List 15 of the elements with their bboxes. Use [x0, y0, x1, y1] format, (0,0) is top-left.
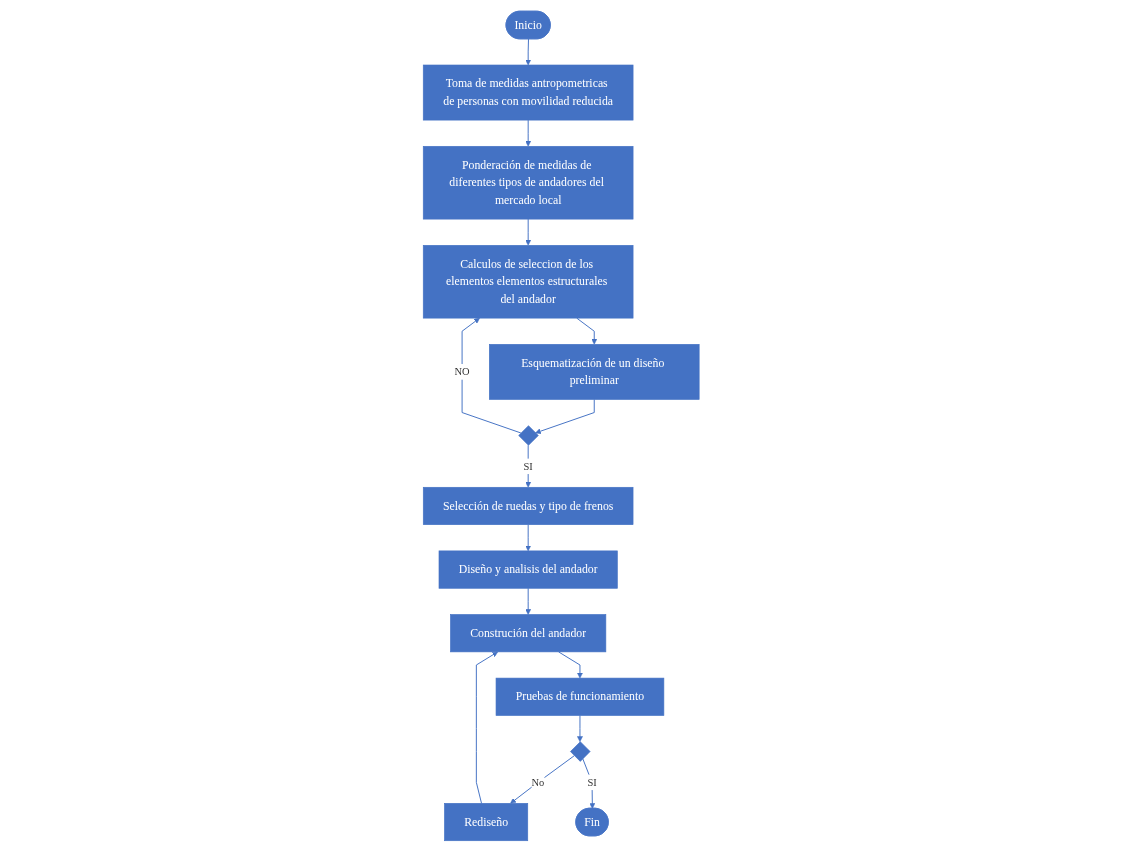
node-box: Pruebas de funcionamiento — [495, 677, 664, 716]
edge-label: No — [531, 776, 545, 788]
edge-label: SI — [587, 776, 597, 788]
edge-label: SI — [523, 460, 533, 472]
node-diamond — [569, 741, 591, 762]
node-box: Calculos de seleccion de los elementos elementos estructurales del andador — [422, 245, 634, 319]
node-box: Diseño y analisis del andador — [438, 550, 618, 589]
node-box: Esquematización de un diseño preliminar — [488, 344, 700, 400]
node-box: Rediseño — [443, 803, 528, 842]
node-box: Construción del andador — [449, 614, 606, 653]
node-box: Selección de ruedas y tipo de frenos — [422, 487, 634, 525]
node-box: Ponderación de medidas de diferentes tipos de andadores del mercado local — [422, 146, 634, 220]
node-box: Toma de medidas antropometricas de personas con movilidad reducida — [422, 64, 634, 121]
node-diamond — [518, 425, 539, 446]
edge-label: NO — [454, 366, 470, 378]
